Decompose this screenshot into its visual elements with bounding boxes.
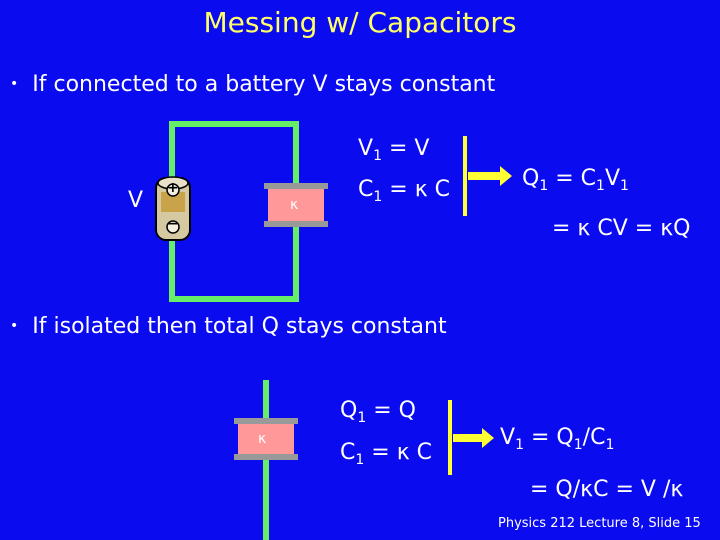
eq-rhs: = Q bbox=[366, 398, 416, 423]
eq-subscript: 1 bbox=[373, 148, 382, 164]
eq-symbol: V bbox=[358, 136, 374, 161]
bullet-battery-text: If connected to a battery V stays consta… bbox=[32, 72, 496, 97]
bullet-isolated-text: If isolated then total Q stays constant bbox=[32, 314, 447, 339]
eq-rhs: = V bbox=[381, 136, 430, 161]
eq-part: = C bbox=[548, 166, 597, 191]
eq-symbol: C bbox=[340, 440, 356, 465]
eq-part: /C bbox=[582, 425, 606, 450]
circuit1-eq-capacitance: C1 = κ C bbox=[358, 177, 450, 205]
eq-symbol: V bbox=[500, 425, 516, 450]
slide-title: Messing w/ Capacitors bbox=[203, 6, 517, 39]
eq-part: V bbox=[604, 166, 621, 191]
circuit1-arrow bbox=[468, 166, 512, 186]
battery-plus-sign: + bbox=[167, 180, 179, 196]
slide-footer: Physics 212 Lecture 8, Slide 15 bbox=[498, 516, 701, 531]
circuit2-result-kappa: = Q/κC = V /κ bbox=[530, 477, 684, 502]
circuit2-eq-charge: Q1 = Q bbox=[340, 398, 416, 426]
battery-minus-sign: − bbox=[167, 216, 179, 232]
circuit1-result-kappa: = κ CV = κQ bbox=[552, 216, 691, 241]
eq-part: = Q bbox=[523, 425, 574, 450]
circuit2-dielectric bbox=[238, 424, 294, 454]
bullet-dot: • bbox=[10, 318, 19, 334]
eq-subscript: 1 bbox=[596, 178, 605, 194]
eq-symbol: C bbox=[358, 177, 374, 202]
circuit1-result-charge: Q1 = C1V1 bbox=[522, 166, 629, 194]
circuit2-arrow bbox=[453, 428, 494, 448]
circuit1-bottom-plate bbox=[264, 221, 328, 227]
circuit2-result-voltage: V1 = Q1/C1 bbox=[500, 425, 614, 453]
bullet-isolated: • If isolated then total Q stays constant bbox=[10, 314, 447, 339]
eq-symbol: Q bbox=[522, 166, 540, 191]
circuit2-eq-capacitance: C1 = κ C bbox=[340, 440, 432, 468]
eq-symbol: Q bbox=[340, 398, 358, 423]
eq-subscript: 1 bbox=[605, 437, 615, 453]
battery-icon bbox=[155, 176, 191, 241]
eq-subscript: 1 bbox=[357, 410, 367, 426]
eq-subscript: 1 bbox=[620, 178, 629, 194]
eq-rhs: = κ C bbox=[382, 177, 451, 202]
circuit1-eq-voltage: V1 = V bbox=[358, 136, 429, 164]
eq-subscript: 1 bbox=[515, 437, 524, 453]
circuit1-top-plate bbox=[264, 183, 328, 189]
circuit1-kappa-label: κ bbox=[290, 197, 299, 213]
eq-subscript: 1 bbox=[355, 452, 365, 468]
eq-subscript: 1 bbox=[373, 189, 383, 205]
battery-voltage-label: V bbox=[128, 188, 144, 213]
circuit1-dielectric bbox=[268, 188, 324, 222]
bullet-dot: • bbox=[10, 76, 19, 92]
circuit2-top-plate bbox=[234, 418, 298, 424]
bullet-battery: • If connected to a battery V stays const… bbox=[10, 72, 495, 97]
eq-subscript: 1 bbox=[573, 437, 583, 453]
eq-subscript: 1 bbox=[539, 178, 549, 194]
circuit2-kappa-label: κ bbox=[258, 431, 267, 447]
eq-rhs: = κ C bbox=[364, 440, 433, 465]
circuit2-bottom-plate bbox=[234, 454, 298, 460]
